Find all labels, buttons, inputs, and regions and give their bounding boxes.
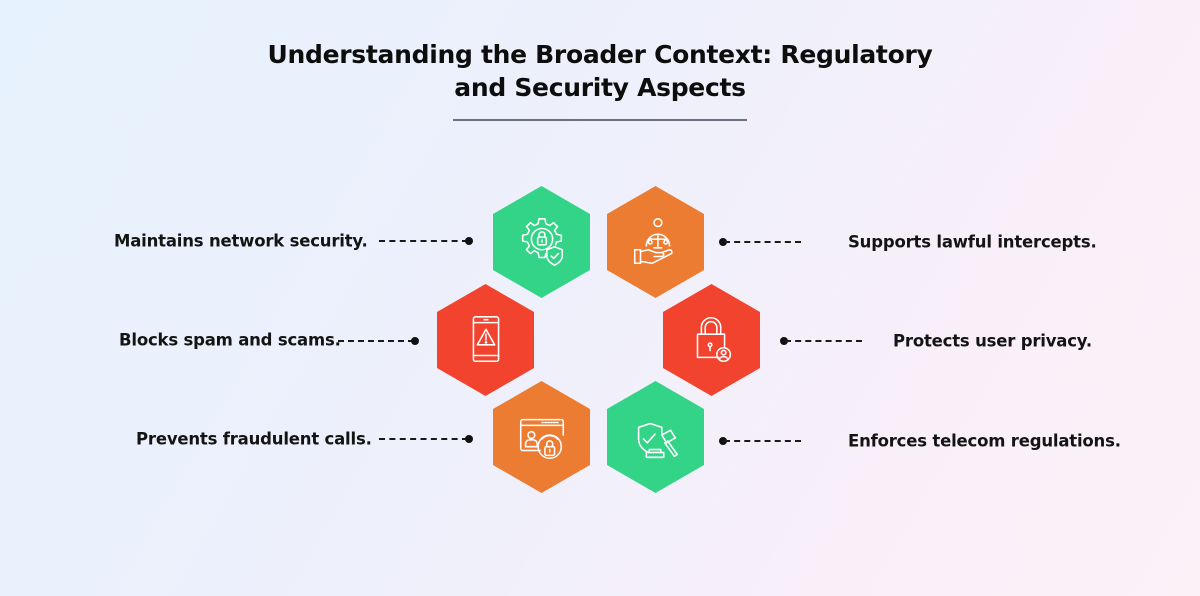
connector-dot bbox=[719, 238, 727, 246]
phone-warning-icon bbox=[472, 316, 499, 363]
label-supports-lawful-intercepts: Supports lawful intercepts. bbox=[848, 232, 1097, 252]
label-blocks-spam: Blocks spam and scams. bbox=[119, 330, 341, 350]
label-enforces-telecom-regulations: Enforces telecom regulations. bbox=[848, 431, 1121, 451]
hex-user-privacy bbox=[663, 284, 760, 396]
hex-network-security bbox=[493, 186, 590, 298]
label-protects-user-privacy: Protects user privacy. bbox=[893, 331, 1092, 351]
connector-dot bbox=[780, 337, 788, 345]
title-line-2: and Security Aspects bbox=[454, 73, 746, 102]
id-card-lock-icon bbox=[519, 418, 564, 460]
title-underline bbox=[453, 119, 747, 121]
connector-line bbox=[338, 340, 414, 342]
hex-telecom-regulations bbox=[607, 381, 704, 493]
connector-line bbox=[785, 340, 862, 342]
label-maintains-network-security: Maintains network security. bbox=[114, 231, 368, 251]
connector-dot bbox=[465, 237, 473, 245]
hand-justice-scale-icon bbox=[633, 218, 673, 265]
page-title: Understanding the Broader Context: Regul… bbox=[0, 38, 1200, 104]
connector-dot bbox=[465, 435, 473, 443]
connector-line bbox=[379, 240, 468, 242]
gear-lock-shield-icon bbox=[521, 218, 563, 266]
hex-spam-scams bbox=[437, 284, 534, 396]
hex-fraudulent-calls bbox=[493, 381, 590, 493]
hex-lawful-intercepts bbox=[607, 186, 704, 298]
label-prevents-fraudulent-calls: Prevents fraudulent calls. bbox=[136, 429, 372, 449]
connector-line bbox=[724, 440, 801, 442]
connector-dot bbox=[411, 337, 419, 345]
connector-line bbox=[724, 241, 801, 243]
shield-gavel-icon bbox=[637, 422, 678, 459]
padlock-user-icon bbox=[696, 316, 731, 363]
connector-dot bbox=[719, 437, 727, 445]
connector-line bbox=[379, 438, 468, 440]
title-line-1: Understanding the Broader Context: Regul… bbox=[267, 40, 933, 69]
